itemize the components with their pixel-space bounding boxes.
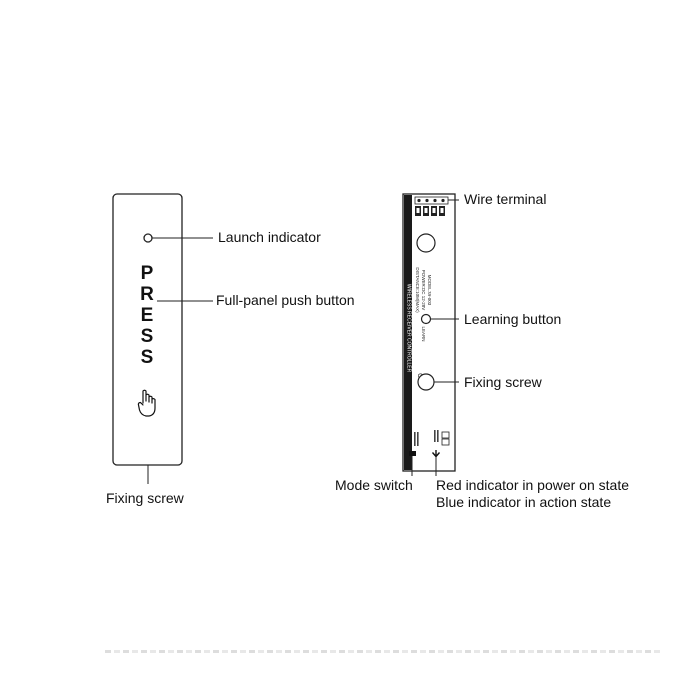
- model-line-1: MODEL:W-003: [427, 275, 432, 306]
- left-fixing-screw-label: Fixing screw: [106, 490, 184, 506]
- bottom-divider-strip: [105, 650, 663, 653]
- bottom-screw-hole: [417, 373, 435, 391]
- mode-switch-label: Mode switch: [335, 477, 413, 493]
- model-line-3: DISTANCE:10M(MAX): [415, 267, 420, 313]
- learn-text: LEARN: [421, 326, 426, 341]
- press-letter-p: P: [141, 263, 154, 284]
- bottom-markings: [414, 430, 450, 446]
- receiver-controller: WIRELESS RECEIVER CONTROLLER MODEL:W-003…: [402, 193, 459, 476]
- mode-switch[interactable]: [409, 451, 416, 456]
- push-button-label: Full-panel push button: [216, 292, 355, 308]
- learning-button-label: Learning button: [464, 311, 562, 327]
- receiver-side-strip: [404, 195, 412, 470]
- top-screw-hole: [416, 233, 436, 253]
- press-letter-s2: S: [141, 347, 154, 368]
- press-letter-r: R: [140, 284, 154, 305]
- indicator-label-line2: Blue indicator in action state: [436, 494, 612, 510]
- launch-indicator-label: Launch indicator: [218, 229, 321, 245]
- push-button-panel: P R E S S: [112, 193, 213, 484]
- press-letter-e: E: [141, 305, 154, 326]
- press-letter-s1: S: [141, 326, 154, 347]
- learning-button[interactable]: [420, 313, 432, 325]
- right-fixing-screw-label: Fixing screw: [464, 374, 542, 390]
- receiver-vertical-title: WIRELESS RECEIVER CONTROLLER: [406, 284, 412, 373]
- indicator-label-line1: Red indicator in power on state: [436, 477, 629, 493]
- model-line-2: POWER:DC 12-28V: [421, 270, 426, 311]
- launch-indicator-led: [143, 233, 153, 243]
- wire-terminal-label: Wire terminal: [464, 191, 547, 207]
- wire-terminal-block: [414, 196, 449, 216]
- indicator-led-arrow: [431, 450, 441, 458]
- hand-pointer-icon: [137, 389, 156, 417]
